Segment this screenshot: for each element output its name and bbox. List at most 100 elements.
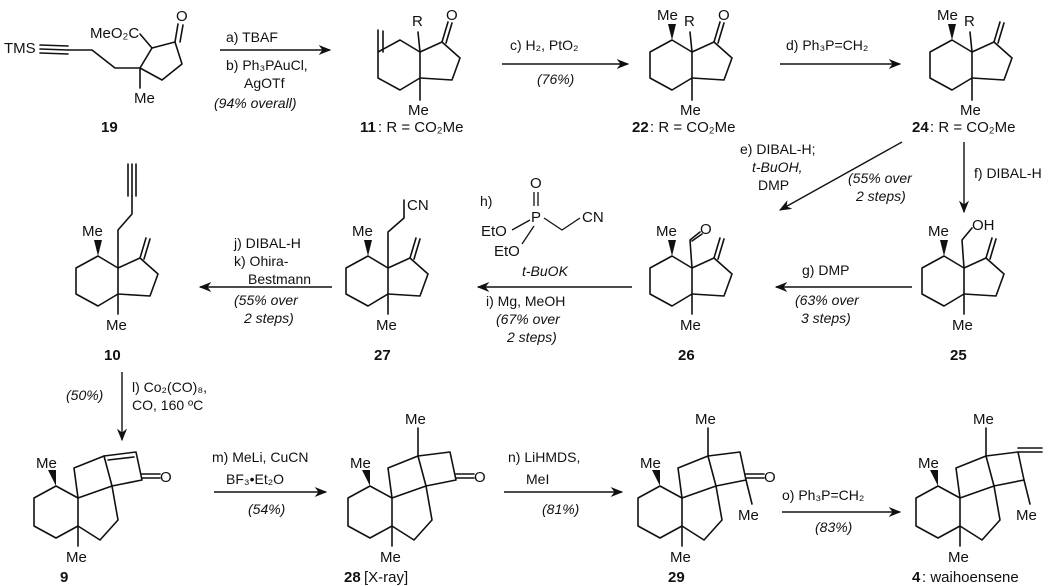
me-b-29: Me	[640, 455, 661, 472]
phosphonate-eto1: EtO	[481, 223, 507, 240]
compound-note-4: : waihoensene	[922, 569, 1019, 586]
aldehyde-o-26: O	[700, 221, 712, 238]
step7-yield2: 2 steps)	[243, 310, 294, 326]
compound-note-22: : R = CO₂Me	[650, 119, 735, 136]
step2-yield: (76%)	[537, 71, 574, 87]
me-label-4: Me	[948, 549, 969, 566]
me-label-26: Me	[680, 317, 701, 334]
step10-yield: (81%)	[542, 501, 579, 517]
compound-note-11: : R = CO₂Me	[378, 119, 463, 136]
compound-label-22: 22	[632, 119, 649, 136]
step11-line1: o) Ph₃P=CH₂	[782, 487, 864, 503]
me-label-11: Me	[408, 102, 429, 119]
compound-10: Me Me 10	[75, 163, 159, 364]
step9-line1: m) MeLi, CuCN	[212, 449, 308, 465]
step4a-yield2: 2 steps)	[855, 188, 906, 204]
compound-24: Me R Me 24 : R = CO₂Me	[912, 7, 1015, 136]
compound-4: Me Me Me Me 4 : waihoensene	[912, 411, 1043, 586]
me-label-29: Me	[670, 549, 691, 566]
phosphonate-o: O	[530, 175, 542, 192]
step11-yield: (83%)	[815, 519, 852, 535]
r-label-11: R	[412, 13, 423, 30]
compound-label-11: 11	[360, 119, 376, 136]
me-top-27: Me	[352, 223, 373, 240]
me-top-22: Me	[657, 7, 678, 24]
compound-label-9: 9	[60, 569, 68, 586]
step7-line3: Bestmann	[248, 271, 311, 287]
ketone-o-28: O	[474, 469, 486, 486]
me-a-4: Me	[973, 411, 994, 428]
me-top-25: Me	[928, 223, 949, 240]
step5-yield1: (63% over	[795, 292, 860, 308]
me-label-19: Me	[134, 90, 155, 107]
phosphonate-cn: CN	[582, 209, 604, 226]
phosphonate-eto2: EtO	[494, 243, 520, 260]
step2-line1: c) H₂, PtO₂	[510, 37, 578, 53]
compound-label-4: 4	[912, 569, 921, 586]
ester-label-19: MeO₂C	[90, 25, 139, 42]
compound-note-24: : R = CO₂Me	[930, 119, 1015, 136]
step5-yield2: 3 steps)	[801, 310, 851, 326]
step6-yield2: 2 steps)	[506, 329, 557, 345]
step6-base: t-BuOK	[522, 263, 569, 279]
step4a-line2: t-BuOH,	[752, 159, 803, 175]
step6-yield1: (67% over	[496, 311, 561, 327]
step5-line1: g) DMP	[802, 262, 849, 278]
me-b-28: Me	[350, 455, 371, 472]
me-label-10: Me	[106, 317, 127, 334]
step4a-line3: DMP	[758, 177, 789, 193]
compound-19: TMS O MeO₂C Me 19	[4, 8, 188, 136]
me-label-28: Me	[380, 549, 401, 566]
compound-label-28: 28	[344, 569, 361, 586]
me-top-9: Me	[36, 455, 57, 472]
step4a-yield1: (55% over	[848, 170, 913, 186]
compound-9: O Me Me 9	[33, 451, 172, 586]
compound-11: O R Me 11 : R = CO₂Me	[360, 7, 463, 136]
step9-line2: BF₃•Et₂O	[226, 471, 284, 487]
step9-yield: (54%)	[248, 501, 285, 517]
tms-label: TMS	[4, 40, 36, 57]
ketone-o-9: O	[160, 469, 172, 486]
me-c-29: Me	[738, 507, 759, 524]
compound-26: Me O Me 26	[649, 221, 733, 364]
compound-label-29: 29	[668, 569, 685, 586]
nitrile-label-27: CN	[407, 197, 429, 214]
compound-label-27: 27	[374, 347, 391, 364]
phosphonate-p: P	[531, 209, 541, 226]
step1-line1: a) TBAF	[226, 29, 278, 45]
step7-line2: k) Ohira-	[234, 253, 289, 269]
ketone-o-11: O	[446, 7, 458, 24]
compound-label-24: 24	[912, 119, 929, 136]
step8-line1: l) Co₂(CO)₈,	[132, 379, 207, 395]
step1-line3: AgOTf	[244, 75, 285, 91]
step6-h: h)	[480, 193, 492, 209]
compound-label-26: 26	[678, 347, 695, 364]
compound-28: O Me Me Me 28 [X-ray]	[344, 411, 486, 586]
r-label-22: R	[684, 13, 695, 30]
step7-line1: j) DIBAL-H	[233, 235, 301, 251]
step4b-line1: f) DIBAL-H	[974, 165, 1042, 181]
step1-line2: b) Ph₃PAuCl,	[226, 57, 308, 73]
step1-yield: (94% overall)	[214, 95, 296, 111]
me-label-25: Me	[952, 317, 973, 334]
compound-27: Me CN Me 27	[345, 197, 429, 364]
ketone-o-22: O	[718, 7, 730, 24]
me-label-9: Me	[66, 549, 87, 566]
oh-label-25: OH	[972, 217, 995, 234]
step3-line1: d) Ph₃P=CH₂	[786, 37, 868, 53]
me-top-26: Me	[656, 223, 677, 240]
me-b-4: Me	[918, 455, 939, 472]
step4a-line1: e) DIBAL-H;	[740, 141, 815, 157]
ketone-o-29: O	[764, 469, 776, 486]
step7-yield1: (55% over	[234, 292, 299, 308]
me-a-28: Me	[405, 411, 426, 428]
compound-label-19: 19	[101, 119, 118, 136]
me-label-27: Me	[376, 317, 397, 334]
me-top-24: Me	[937, 7, 958, 24]
compound-label-25: 25	[950, 347, 967, 364]
me-a-29: Me	[695, 411, 716, 428]
step10-line1: n) LiHMDS,	[508, 449, 580, 465]
step8-yield: (50%)	[66, 387, 103, 403]
compound-note-28: [X-ray]	[364, 569, 408, 586]
